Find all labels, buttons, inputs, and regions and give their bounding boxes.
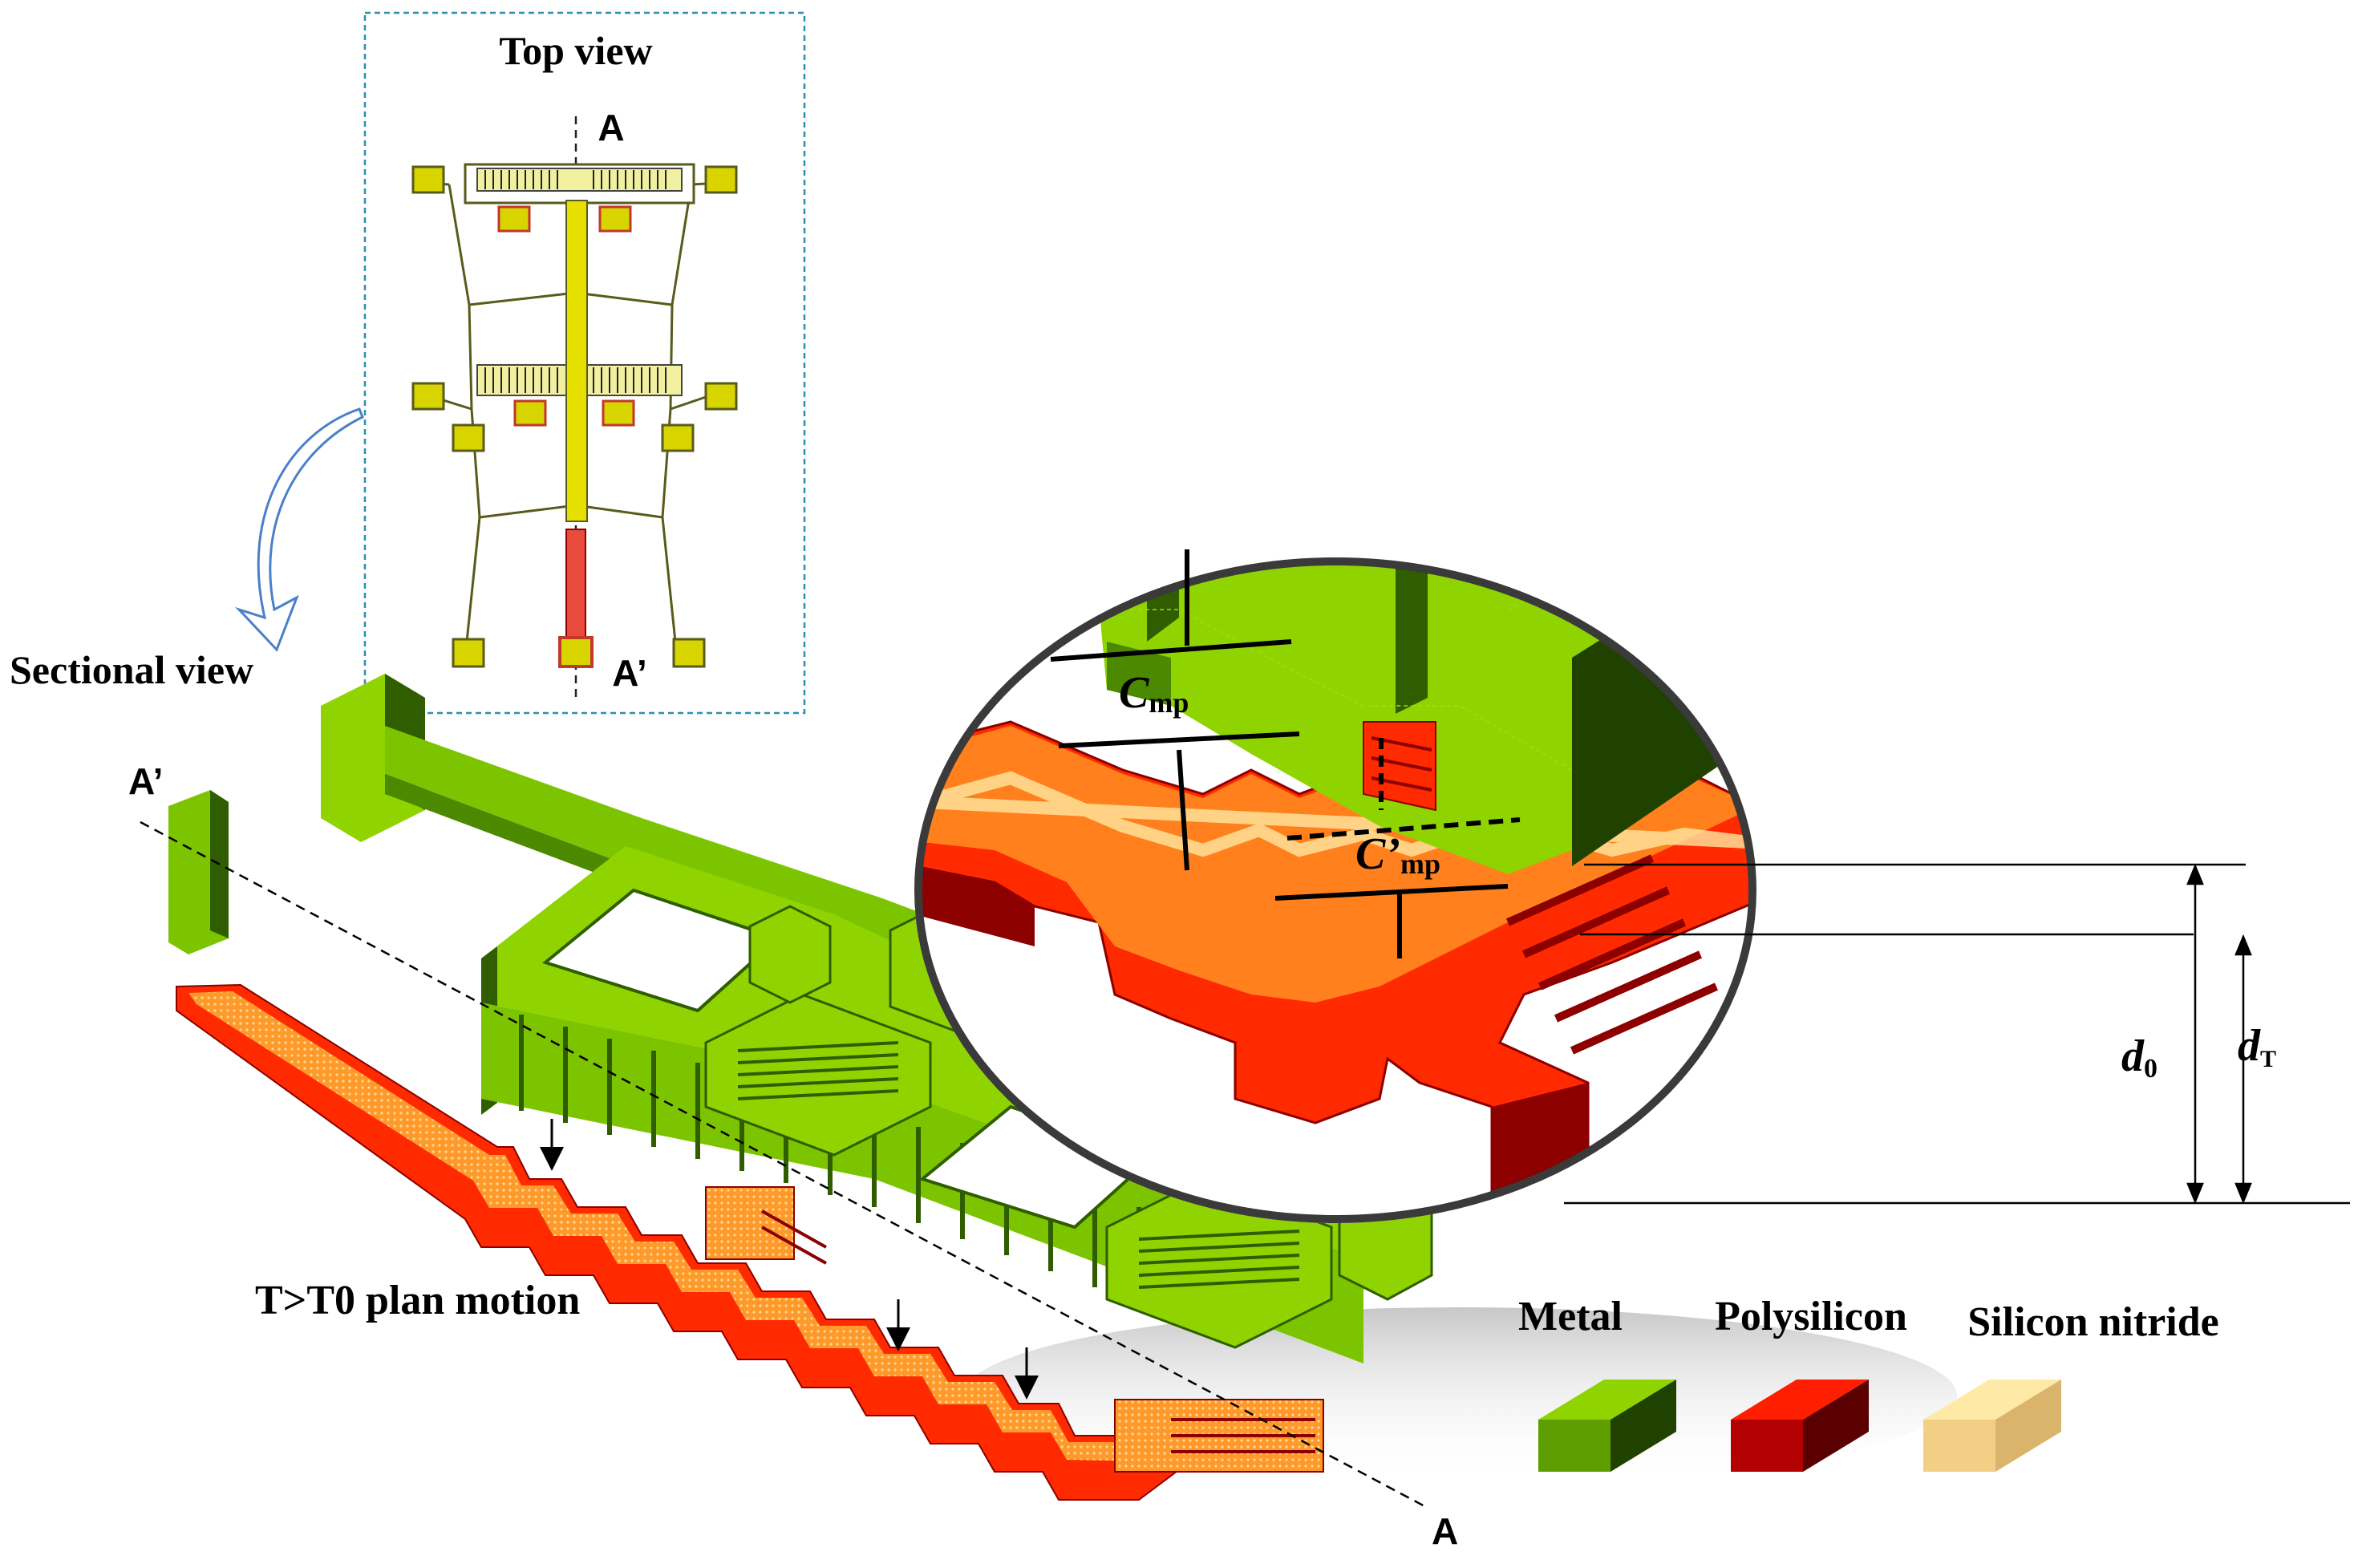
legend-label-metal: Metal: [1518, 1294, 1623, 1339]
legend-label-polysilicon: Polysilicon: [1715, 1294, 1907, 1339]
legend-label-silicon-nitride: Silicon nitride: [1967, 1299, 2218, 1345]
gap-dimensions: [1564, 863, 2350, 1205]
c-prime-mp-label: C’mp: [1355, 829, 1440, 880]
top-section-label-a: A: [598, 107, 624, 148]
top-view-comb-upper: [464, 163, 695, 233]
top-view-frame: [363, 11, 806, 715]
sectional-view-label: Sectional view: [10, 647, 253, 692]
top-view-panel: Top view A A’: [363, 11, 806, 715]
zoom-ellipse: [914, 557, 1756, 1223]
top-view-pads: [411, 165, 738, 668]
c-mp-label: Cmp: [1119, 668, 1189, 719]
legend-swatch-metal-side: [1610, 1380, 1676, 1472]
top-view-central-beam: [558, 200, 594, 668]
legend-swatch-polysilicon-side: [1803, 1380, 1869, 1472]
legend-swatch-metal-front: [1538, 1420, 1610, 1472]
curved-arrow-icon: [234, 407, 364, 652]
section-label-a-prime: A’: [128, 760, 163, 802]
legend-swatch-nitride-top: [1923, 1380, 2061, 1420]
legend-swatch-nitride-front: [1923, 1420, 1995, 1472]
section-label-a: A: [1432, 1510, 1458, 1552]
zoom-ellipse-border: [914, 557, 1756, 1223]
capacitance-annotations: [1050, 549, 1521, 958]
section-line: [140, 820, 1428, 1509]
legend-swatch-nitride-side: [1995, 1380, 2061, 1472]
polysilicon-layer: [176, 983, 1324, 1501]
motion-arrows: [540, 1119, 1039, 1400]
legend-swatch-metal-top: [1538, 1380, 1676, 1420]
dt-label: dT: [2238, 1021, 2276, 1072]
legend: Metal Polysilicon Silicon nitride: [1518, 1294, 2219, 1472]
legend-swatch-polysilicon-top: [1731, 1380, 1869, 1420]
legend-item-silicon-nitride: Silicon nitride: [1923, 1299, 2219, 1472]
legend-item-metal: Metal: [1518, 1294, 1676, 1472]
legend-item-polysilicon: Polysilicon: [1715, 1294, 1907, 1472]
legend-swatch-polysilicon-front: [1731, 1420, 1803, 1472]
d0-label: d0: [2121, 1031, 2157, 1084]
top-view-title: Top view: [499, 28, 652, 73]
top-section-label-a-prime: A’: [612, 652, 646, 694]
motion-label: T>T0 plan motion: [255, 1278, 580, 1323]
